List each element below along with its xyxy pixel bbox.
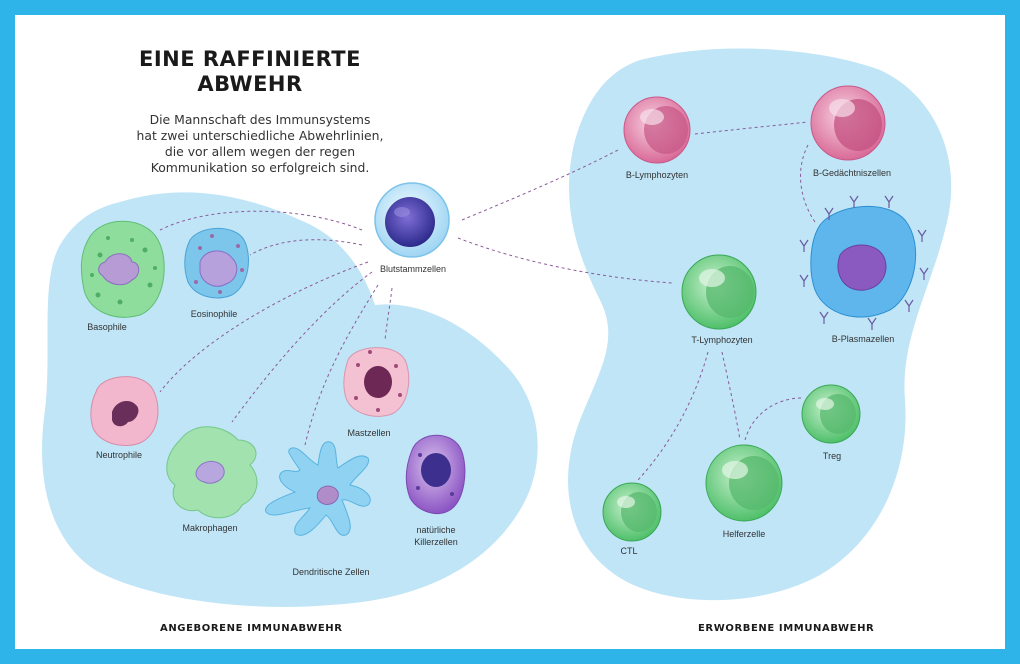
link-t-ctl — [637, 351, 709, 481]
nk-cell — [405, 434, 466, 514]
label-nk-line: Killerzellen — [414, 537, 458, 547]
label-makrophagen: Makrophagen — [182, 523, 238, 533]
link-stem-t — [457, 237, 673, 284]
label-mast: Mastzellen — [347, 428, 391, 438]
link-stem-mast — [384, 287, 393, 341]
label-helper: Helferzelle — [722, 529, 766, 539]
neutrophile-cell — [90, 376, 159, 446]
section-adaptive: ERWORBENE IMMUNABWEHR — [698, 623, 875, 634]
intro-text: Die Mannschaft des Immunsystems hat zwei… — [110, 112, 410, 176]
label-basophile: Basophile — [87, 322, 127, 332]
section-innate: ANGEBORENE IMMUNABWEHR — [160, 623, 343, 634]
link-stem-neutrophile — [159, 261, 369, 393]
label-b-lymphocyte: B-Lymphozyten — [625, 170, 689, 180]
ctl-cell — [602, 482, 662, 542]
treg-cell — [801, 384, 861, 444]
link-stem-makrophagen — [231, 271, 373, 423]
link-stem-dendritic — [304, 284, 379, 446]
b-memory-cell — [810, 85, 886, 161]
intro-line: Kommunikation so erfolgreich sind. — [150, 160, 370, 175]
label-nk-line: natürliche — [416, 525, 456, 535]
intro-line: Die Mannschaft des Immunsystems — [149, 112, 371, 127]
link-t-helper — [721, 351, 741, 441]
label-t-lymphocyte: T-Lymphozyten — [691, 335, 753, 345]
label-b-plasma: B-Plasmazellen — [831, 334, 895, 344]
helper-cell — [705, 444, 783, 522]
makrophagen-cell — [166, 426, 258, 519]
stem-cell — [374, 182, 450, 258]
connector-lines — [159, 121, 816, 481]
link-memory-plasma — [800, 144, 816, 223]
dendritic-cell — [265, 441, 371, 536]
link-b-memory — [694, 121, 809, 135]
label-b-memory: B-Gedächtniszellen — [812, 168, 892, 178]
label-stem: Blutstammzellen — [379, 264, 447, 274]
label-neutrophile: Neutrophile — [95, 450, 143, 460]
label-dendritic: Dendritische Zellen — [292, 567, 370, 577]
label-nk: natürliche Killerzellen — [410, 524, 462, 548]
label-ctl: CTL — [620, 546, 638, 556]
page-title: EINE RAFFINIERTE ABWEHR — [120, 47, 380, 97]
basophile-cell — [80, 220, 165, 318]
link-stem-basophile — [159, 210, 363, 231]
label-eosinophile: Eosinophile — [190, 309, 238, 319]
intro-line: die vor allem wegen der regen — [164, 144, 356, 159]
eosinophile-cell — [184, 227, 249, 299]
mast-cell — [343, 347, 410, 417]
link-helper-treg — [744, 397, 803, 441]
t-lymphocyte-cell — [681, 254, 757, 330]
b-lymphocyte-cell — [623, 96, 691, 164]
intro-line: hat zwei unterschiedliche Abwehrlinien, — [136, 128, 384, 143]
title-line-1: EINE RAFFINIERTE — [139, 47, 361, 71]
label-treg: Treg — [822, 451, 842, 461]
link-stem-eosinophile — [249, 239, 363, 256]
title-line-2: ABWEHR — [197, 72, 303, 96]
b-plasma-cell — [799, 195, 929, 330]
link-stem-b — [461, 149, 619, 221]
adaptive-region — [568, 48, 952, 601]
